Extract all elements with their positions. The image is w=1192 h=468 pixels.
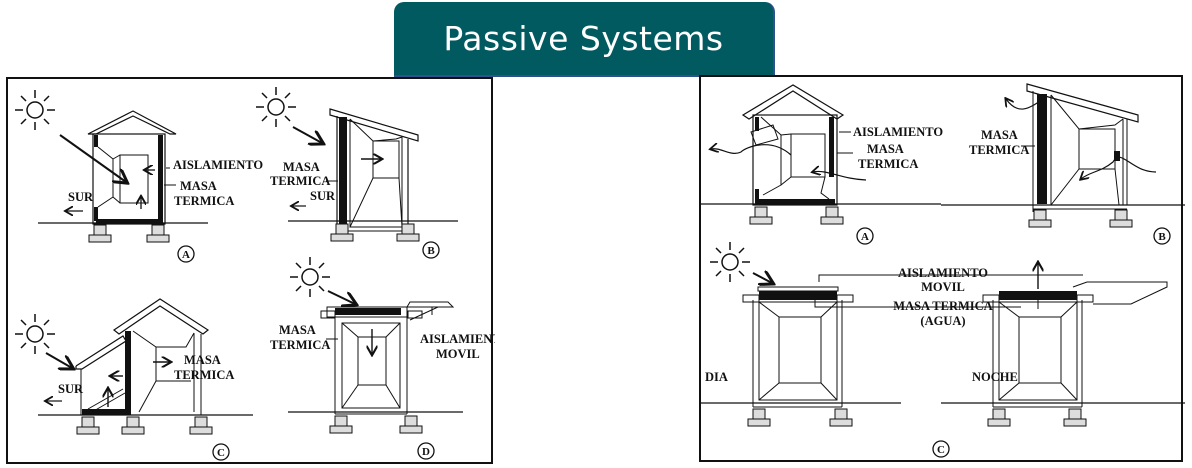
label-circle-a bbox=[177, 245, 195, 263]
caption-ra: A bbox=[861, 231, 869, 243]
label-aislamiento-rc: AISLAMIENTO bbox=[898, 266, 988, 280]
sun-icon bbox=[255, 86, 297, 128]
caption-b: B bbox=[427, 245, 435, 257]
label-circle-b bbox=[422, 241, 440, 259]
label-aislamiento-ra: AISLAMIENTO bbox=[853, 125, 943, 139]
right-diagram-b: MASA TERMICA B bbox=[941, 83, 1185, 245]
caption-rb: B bbox=[1158, 231, 1166, 243]
label-sur-b: SUR bbox=[310, 189, 336, 203]
caption-rc: C bbox=[937, 444, 945, 456]
sun-icon bbox=[709, 241, 751, 283]
diagram-a: AISLAMIENTO MASA TERMICA SUR A bbox=[14, 89, 263, 263]
label-termica-a: TERMICA bbox=[174, 194, 234, 208]
caption-a: A bbox=[182, 249, 190, 261]
right-diagram-c: AISLAMIENTO MOVIL MASA TERMICA (AGUA) DI… bbox=[701, 241, 1185, 458]
label-termica-rb: TERMICA bbox=[969, 143, 1029, 157]
label-sur-c: SUR bbox=[58, 382, 84, 396]
page-title: Passive Systems bbox=[443, 19, 724, 58]
label-sur-a: SUR bbox=[68, 190, 94, 204]
label-circle-rb bbox=[1153, 227, 1171, 245]
label-masa-termica-rc: MASA TERMICA bbox=[893, 299, 992, 313]
label-aislamiento-a: AISLAMIENTO bbox=[173, 158, 263, 172]
diagram-c: MASA TERMICA SUR C bbox=[14, 298, 253, 461]
label-circle-d bbox=[417, 442, 435, 460]
label-termica-d: TERMICA bbox=[270, 338, 330, 352]
caption-d: D bbox=[422, 446, 430, 458]
label-masa-b: MASA bbox=[283, 160, 320, 174]
diagram-b: MASA TERMICA SUR B bbox=[255, 86, 458, 259]
label-movil-rc: MOVIL bbox=[921, 280, 965, 294]
label-masa-c: MASA bbox=[184, 353, 221, 367]
label-termica-b: TERMICA bbox=[270, 174, 330, 188]
left-diagrams: AISLAMIENTO MASA TERMICA SUR A bbox=[14, 86, 495, 461]
sun-icon bbox=[14, 89, 56, 131]
label-termica-ra: TERMICA bbox=[858, 157, 918, 171]
label-agua-rc: (AGUA) bbox=[920, 314, 965, 328]
label-movil-d: MOVIL bbox=[436, 347, 480, 361]
label-masa-rb: MASA bbox=[981, 128, 1018, 142]
right-panel: AISLAMIENTO MASA TERMICA A MASA TER bbox=[699, 75, 1185, 462]
sun-icon bbox=[14, 313, 56, 355]
sun-icon bbox=[289, 256, 331, 298]
label-dia: DIA bbox=[705, 370, 728, 384]
label-circle-ra bbox=[856, 227, 874, 245]
right-diagrams: AISLAMIENTO MASA TERMICA A MASA TER bbox=[701, 83, 1185, 458]
left-panel: AISLAMIENTO MASA TERMICA SUR A bbox=[6, 77, 495, 464]
caption-c: C bbox=[217, 447, 225, 459]
title-banner: Passive Systems bbox=[394, 2, 775, 77]
label-masa-ra: MASA bbox=[867, 142, 904, 156]
diagram-d: MASA TERMICA AISLAMIENTO MOVIL D bbox=[270, 256, 495, 460]
label-circle-c bbox=[212, 443, 230, 461]
label-aislamiento-d: AISLAMIENTO bbox=[420, 332, 495, 346]
label-noche: NOCHE bbox=[972, 370, 1018, 384]
right-diagram-a: AISLAMIENTO MASA TERMICA A bbox=[701, 84, 943, 245]
label-masa-d: MASA bbox=[279, 323, 316, 337]
label-masa-a: MASA bbox=[180, 179, 217, 193]
label-circle-rc bbox=[932, 440, 950, 458]
label-termica-c: TERMICA bbox=[174, 368, 234, 382]
